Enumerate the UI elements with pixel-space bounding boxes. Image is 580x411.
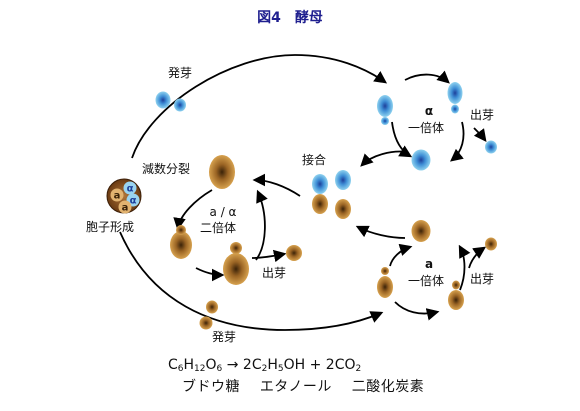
spore-label: a — [122, 203, 129, 214]
diploid-cell — [286, 245, 302, 261]
a-cell-mating — [312, 194, 328, 214]
arrow-top-germination — [131, 54, 388, 159]
a-cell-mating — [335, 199, 351, 219]
arrow-diploid-left — [173, 189, 213, 231]
arrow-mating-alpha — [360, 150, 408, 167]
a-cell — [448, 290, 464, 310]
alpha-cell — [485, 140, 497, 154]
arrow-alpha-right — [450, 121, 465, 162]
label-germination-top: 発芽 — [168, 66, 193, 80]
arrow-mating-a — [355, 225, 406, 239]
ascus: α α a a — [106, 178, 142, 214]
alpha-cell — [451, 104, 459, 114]
glucose-name: ブドウ糖 — [182, 379, 240, 395]
a-cell — [206, 300, 218, 314]
arrow-a-right — [458, 244, 471, 291]
a-cell — [199, 316, 213, 330]
reaction-arrow: → — [226, 357, 239, 373]
figure-title: 図4 酵母 — [257, 10, 323, 26]
co2-name: 二酸化炭素 — [351, 379, 425, 395]
spore-label: α — [127, 184, 134, 195]
arrow-diploid-right — [255, 189, 268, 261]
label-alpha-budding: 出芽 — [470, 108, 495, 122]
diploid-cell — [223, 253, 249, 285]
label-diploid-budding: 出芽 — [262, 266, 287, 280]
label-diploid-ratio: a / α — [209, 205, 237, 219]
diploid-cell — [209, 155, 235, 189]
label-a-haploid: 一倍体 — [408, 274, 445, 288]
arrow-bottom-germination — [119, 231, 384, 331]
label-germination-bottom: 発芽 — [212, 330, 237, 344]
spore-a — [110, 188, 124, 202]
a-cell — [485, 237, 497, 251]
arrow-diploid-bottom — [195, 267, 225, 282]
label-spore-formation: 胞子形成 — [86, 220, 135, 234]
arrow-a-bud — [468, 246, 487, 269]
arrow-to-meiosis — [252, 173, 301, 197]
diploid-cell — [170, 231, 192, 259]
compound-names: ブドウ糖 エタノール 二酸化炭素 — [182, 376, 424, 396]
arrow-alpha-bud — [473, 127, 487, 143]
arrow-alpha-top — [404, 70, 450, 84]
spore-a — [118, 200, 132, 214]
a-cells — [170, 155, 497, 330]
label-a-symbol: a — [424, 257, 434, 271]
label-alpha-symbol: α — [424, 104, 434, 118]
lifecycle-arrows — [119, 54, 487, 331]
label-a-budding: 出芽 — [470, 272, 495, 286]
ethanol-name: エタノール — [259, 379, 332, 395]
label-alpha-haploid: 一倍体 — [408, 121, 445, 135]
label-mating: 接合 — [302, 153, 327, 167]
a-cell — [452, 280, 460, 290]
arrow-alpha-left — [391, 121, 413, 158]
arrow-diploid-bud — [251, 249, 287, 263]
diploid-cell — [176, 225, 186, 235]
alpha-cell — [447, 82, 463, 104]
spore-label: a — [114, 191, 121, 202]
alpha-cell — [377, 95, 393, 117]
alpha-cell-mating — [312, 174, 328, 194]
spore-alpha — [123, 181, 137, 195]
alpha-cells — [155, 82, 497, 194]
a-cell — [377, 276, 393, 298]
spore-label: α — [130, 196, 137, 207]
diploid-cell — [230, 242, 242, 254]
arrow-a-top — [389, 243, 413, 267]
alpha-cell — [411, 149, 431, 171]
a-cell — [381, 267, 389, 275]
label-diploid: 二倍体 — [200, 221, 237, 235]
alpha-cell — [174, 98, 186, 112]
label-meiosis: 減数分裂 — [142, 162, 191, 176]
fermentation-equation: C6H12O6 → 2C2H5OH + 2CO2 — [168, 357, 362, 374]
alpha-cell — [381, 117, 389, 125]
arrow-a-bottom — [394, 301, 440, 321]
alpha-cell — [155, 91, 171, 109]
alpha-cell-mating — [335, 170, 351, 190]
a-cell — [411, 220, 431, 242]
